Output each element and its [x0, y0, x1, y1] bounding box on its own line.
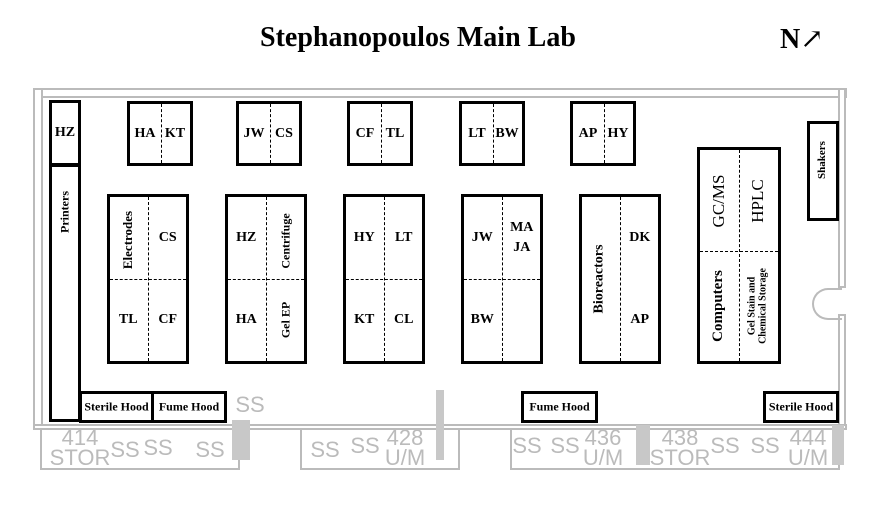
bench-label: BW: [470, 312, 494, 327]
floor-label: SS: [195, 437, 225, 463]
floor-label: SS: [550, 433, 580, 459]
bench-label: KT: [354, 312, 375, 327]
bench-label: TL: [118, 312, 138, 327]
north-wall: [33, 88, 847, 98]
desk-hz: HZ: [49, 100, 81, 166]
bench-label: AP: [630, 312, 650, 327]
east-wall-upper: [838, 88, 846, 288]
desk-label: CF: [355, 125, 375, 141]
desk-label: JW: [243, 125, 265, 141]
bench-3: HY LT KT CL: [343, 194, 425, 364]
wall-segment: [232, 420, 250, 460]
bench-label: Gel EP: [278, 301, 293, 339]
bench-label: CL: [394, 312, 414, 327]
desk-label: AP: [578, 125, 598, 141]
bench-label: LT: [395, 230, 413, 245]
bench-label: CS: [158, 230, 177, 245]
floor-label: SS: [710, 433, 740, 459]
bench-label: CF: [158, 312, 178, 327]
desk-label: HY: [607, 125, 629, 141]
desk-label: TL: [385, 125, 405, 141]
desk-label: BW: [495, 125, 519, 141]
gcms-label: GC/MS: [708, 174, 728, 228]
hood-label: Fume Hood: [529, 399, 590, 414]
bench-label: JW: [471, 230, 493, 245]
floor-label: SS: [512, 433, 542, 459]
gel-stain-line: Gel Stain and: [746, 276, 758, 336]
desk-pair-5: AP HY: [570, 101, 636, 166]
hood-label: Sterile Hood: [768, 399, 834, 414]
bench-label: Bioreactors: [591, 244, 607, 314]
desk-pair-4: LT BW: [459, 101, 525, 166]
north-arrow-icon: ↗: [800, 24, 824, 55]
sterile-hood-east: Sterile Hood: [763, 391, 839, 423]
bench-label: MA JA: [510, 220, 534, 255]
east-wall-lower: [838, 314, 846, 430]
printers: Printers: [49, 164, 81, 422]
fume-hood-west: Fume Hood: [151, 391, 227, 423]
floor-label: SS: [350, 433, 380, 459]
computers-label: Computers: [709, 270, 726, 342]
desk-pair-3: CF TL: [347, 101, 413, 166]
page-title: Stephanopoulos Main Lab: [260, 22, 576, 53]
floor-label: SS: [235, 392, 265, 418]
desk-pair-1: HA KT: [127, 101, 193, 166]
shakers: Shakers: [807, 121, 839, 221]
desk-label: CS: [275, 125, 293, 141]
hood-label: Sterile Hood: [84, 399, 149, 414]
printers-label: Printers: [57, 191, 72, 234]
chemical-storage-line: Chemical Storage: [756, 268, 768, 345]
bench-label: HY: [353, 230, 375, 245]
desk-label: KT: [164, 125, 186, 141]
bench-label: Electrodes: [120, 210, 136, 269]
west-wall: [33, 88, 43, 428]
shakers-label: Shakers: [816, 140, 829, 179]
hood-label: Fume Hood: [158, 399, 220, 414]
floor-label: SS: [143, 435, 173, 461]
hplc-label: HPLC: [747, 178, 767, 223]
wall-segment: [636, 425, 650, 465]
desk-pair-2: JW CS: [236, 101, 302, 166]
bench-label: HZ: [236, 230, 257, 245]
desk-label: LT: [468, 125, 486, 141]
north-indicator: N↗: [780, 22, 824, 56]
room-428-outline: [300, 428, 460, 470]
floor-label: SS: [750, 433, 780, 459]
north-label: N: [780, 24, 801, 55]
wall-segment: [832, 425, 844, 465]
bench-5: Bioreactors DK AP: [579, 194, 661, 364]
desk-label: HA: [134, 125, 156, 141]
sterile-hood-west: Sterile Hood: [79, 391, 154, 423]
bench-2: HZ Centrifuge HA Gel EP: [225, 194, 307, 364]
wall-segment: [436, 390, 444, 460]
bench-label: Centrifuge: [278, 213, 293, 269]
east-door[interactable]: [812, 288, 842, 320]
bench-4: JW MA JA BW: [461, 194, 543, 364]
floor-label: SS: [310, 437, 340, 463]
bench-label: DK: [629, 230, 651, 245]
desk-label: HZ: [54, 125, 76, 140]
bench-1: Electrodes CS TL CF: [107, 194, 189, 364]
floor-label: SS: [110, 437, 140, 463]
bench-label: HA: [235, 312, 257, 327]
fume-hood-center: Fume Hood: [521, 391, 598, 423]
